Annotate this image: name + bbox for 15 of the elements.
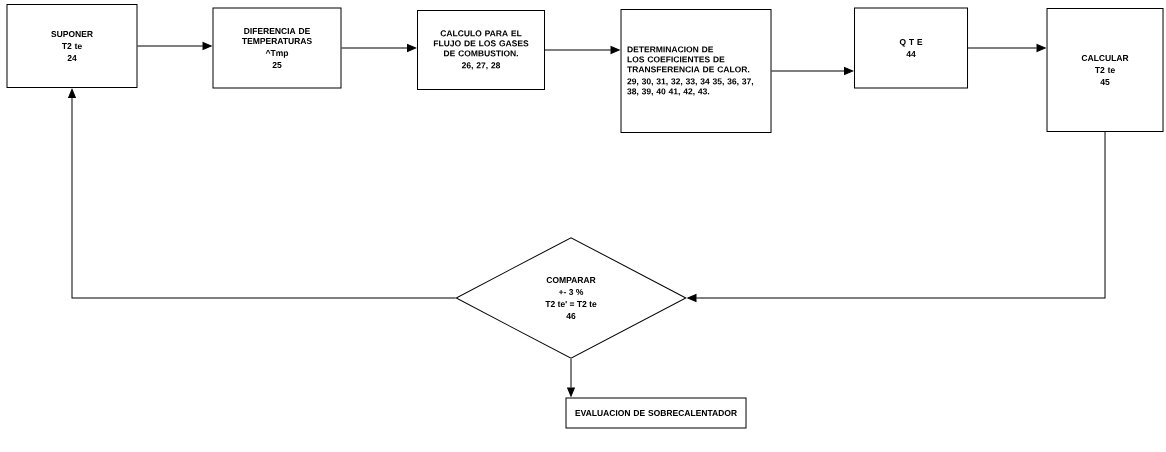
process-box: Q T E 44 <box>854 7 968 89</box>
process-box: SUPONER T2 te 24 <box>6 4 138 88</box>
arrow <box>341 44 417 52</box>
process-box: CALCULO PARA EL FLUJO DE LOS GASES DE COMBUSTION. 26, 27, 28 <box>417 10 545 90</box>
result-box: EVALUACION DE SOBRECALENTADOR <box>565 397 747 429</box>
arrow <box>687 131 1106 302</box>
arrow <box>967 44 1046 52</box>
arrow <box>544 46 620 54</box>
process-box: DETERMINACION DE LOS COEFICIENTES DE TRANSFERENCIA DE CALOR. 29, 30, 31, 32, 33, 34 35, 36, 37, 38, 39, 40 41, 42, 43. <box>620 9 772 133</box>
arrow <box>68 88 456 299</box>
arrow <box>771 67 854 75</box>
process-box: CALCULAR T2 te 45 <box>1046 8 1164 132</box>
arrow <box>567 358 575 397</box>
process-box: DIFERENCIA DE TEMPERATURAS ^Tmp 25 <box>212 7 342 89</box>
arrow <box>137 42 212 50</box>
